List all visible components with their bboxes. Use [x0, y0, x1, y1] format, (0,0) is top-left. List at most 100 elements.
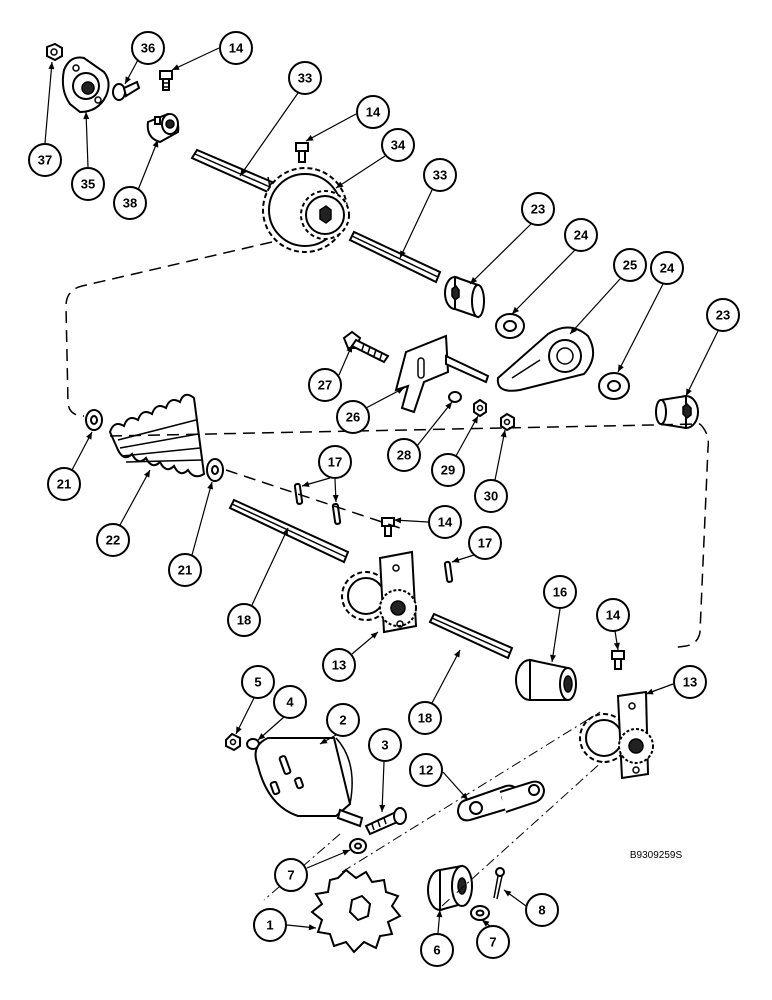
part-18-shaft-lower [428, 612, 514, 660]
callout-label: 12 [419, 763, 433, 778]
callout-circle [387, 438, 421, 472]
callout-17: 17 [451, 526, 502, 563]
part-30-nut [500, 412, 515, 432]
callout-circle [131, 31, 165, 65]
callout-30: 30 [474, 429, 508, 513]
part-18-shaft-upper [228, 498, 350, 564]
callout-18: 18 [408, 649, 461, 735]
callout-label: 29 [441, 463, 455, 478]
callout-circle [420, 933, 454, 967]
callout-26: 26 [336, 387, 405, 434]
callout-14: 14 [596, 598, 630, 651]
callout-label: 18 [418, 711, 432, 726]
assembly-dashed-outline [65, 241, 710, 649]
callout-34: 34 [335, 128, 415, 189]
callout-label: 37 [38, 153, 52, 168]
callout-label: 5 [254, 675, 261, 690]
part-5-nut [225, 732, 241, 752]
callout-circle [288, 61, 322, 95]
part-33-hex-shaft-upper [190, 148, 274, 199]
part-14-bolt-lower [381, 517, 395, 537]
callout-label: 33 [298, 71, 312, 86]
callout-37: 37 [28, 61, 62, 177]
callout-33: 33 [399, 158, 457, 259]
callout-1: 1 [253, 908, 317, 942]
callout-circle [468, 526, 502, 560]
callout-label: 33 [433, 168, 447, 183]
part-13-gear-housing-upper [341, 550, 418, 634]
callout-circle [96, 523, 130, 557]
callout-36: 36 [124, 31, 165, 85]
callout-4: 4 [257, 685, 307, 741]
callout-label: 21 [57, 477, 71, 492]
chain-alignment-lines [263, 711, 605, 907]
callout-label: 7 [489, 935, 496, 950]
callout-16: 16 [543, 575, 577, 663]
callout-14: 14 [305, 95, 390, 142]
callout-circle [336, 400, 370, 434]
callout-label: 8 [538, 903, 545, 918]
callout-18: 18 [227, 527, 289, 637]
callout-label: 25 [623, 258, 637, 273]
callout-7: 7 [274, 849, 351, 892]
callout-circle [356, 95, 390, 129]
callout-label: 27 [318, 378, 332, 393]
callout-label: 13 [332, 658, 346, 673]
callout-circle [28, 143, 62, 177]
callout-circle [650, 251, 684, 285]
callout-label: 38 [123, 196, 137, 211]
callout-label: 14 [438, 515, 453, 530]
callout-label: 14 [606, 608, 621, 623]
callout-circle [381, 128, 415, 162]
callout-circle [596, 598, 630, 632]
callout-label: 23 [716, 308, 730, 323]
callout-label: 24 [660, 261, 675, 276]
callout-3: 3 [368, 728, 402, 813]
callout-21: 21 [168, 481, 214, 587]
callout-circle [431, 453, 465, 487]
callout-29: 29 [431, 415, 479, 487]
callout-circle [308, 368, 342, 402]
callout-23: 23 [685, 298, 740, 397]
part-26-bracket [394, 334, 490, 414]
callout-label: 14 [366, 105, 381, 120]
callout-circle [274, 858, 308, 892]
callout-24: 24 [617, 251, 684, 373]
callout-2: 2 [319, 703, 360, 745]
callout-label: 13 [683, 675, 697, 690]
callout-label: 30 [484, 489, 498, 504]
callout-label: 1 [266, 918, 273, 933]
callout-circle [706, 298, 740, 332]
part-14-bolt-mid [295, 142, 309, 163]
callout-circle [409, 753, 443, 787]
part-23-hub-lower [655, 394, 699, 430]
callout-label: 6 [433, 943, 440, 958]
callout-circle [428, 505, 462, 539]
callout-label: 22 [106, 533, 120, 548]
part-25-tensioner-plate [496, 326, 595, 392]
part-12-chain-link [456, 780, 546, 822]
part-33-hex-shaft-lower [348, 230, 442, 284]
callout-7: 7 [476, 919, 510, 959]
part-21-washer-left [85, 409, 103, 431]
part-21-washer-right [206, 458, 224, 482]
part-7-washer-left [349, 838, 367, 854]
callout-circle [368, 728, 402, 762]
part-29-nut [473, 398, 487, 418]
callout-6: 6 [420, 909, 454, 967]
callout-circle [322, 648, 356, 682]
part-35-flange-bearing [61, 56, 110, 114]
callout-circle [241, 665, 275, 699]
part-16-bushing [515, 658, 577, 701]
callout-label: 21 [178, 563, 192, 578]
callout-circle [318, 445, 352, 479]
part-3-cap-screw [364, 807, 407, 836]
callout-circle [521, 192, 555, 226]
callout-circle [113, 186, 147, 220]
callout-24: 24 [511, 218, 598, 315]
callout-5: 5 [235, 665, 275, 735]
part-36-carriage-bolt [112, 80, 141, 101]
callout-label: 35 [81, 177, 95, 192]
part-2-cam-block [254, 737, 364, 828]
